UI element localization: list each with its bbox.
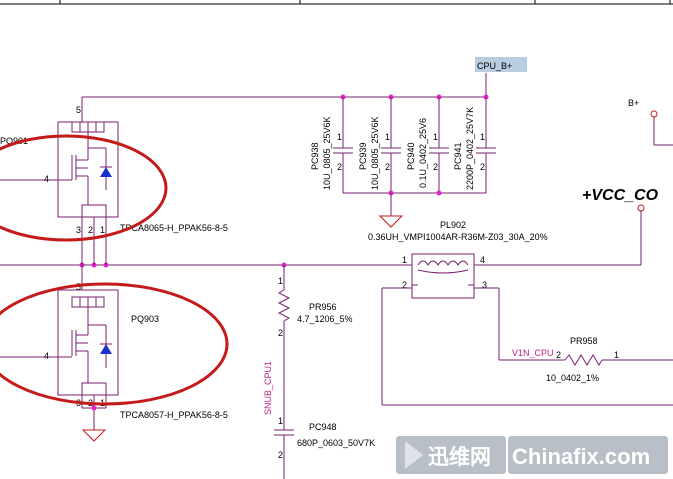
pr958-value: 10_0402_1% (546, 373, 599, 383)
pl902-pin1: 1 (402, 255, 407, 265)
pl902-pin4: 4 (480, 255, 485, 265)
b-plus-connector (650, 110, 658, 118)
pc941-ref: PC941 (453, 142, 463, 170)
vcc-core-connector (637, 204, 645, 212)
pc938-ref: PC938 (310, 142, 320, 170)
pr956-value: 4.7_1206_5% (297, 314, 353, 324)
pc939-pin2: 2 (385, 162, 390, 172)
cpu-b-plus-highlight (475, 57, 527, 72)
pq903-pin4: 4 (44, 351, 49, 361)
pq901-pin3: 3 (76, 225, 81, 235)
pc939-value: 10U_0805_25V6K (370, 116, 380, 190)
v1n-cpu-label: V1N_CPU (512, 348, 554, 358)
ground-symbol-caps (378, 215, 404, 228)
pq901-pin4: 4 (44, 174, 49, 184)
watermark-logo-icon (405, 441, 423, 469)
watermark: 迅维网 Chinafix.com (396, 436, 668, 474)
pc938-pin2: 2 (337, 162, 342, 172)
pq901-ref: PQ901 (0, 136, 28, 146)
pq901-pin5: 5 (76, 105, 81, 115)
pq901-pin2: 2 (88, 225, 93, 235)
capacitor-pc941 (476, 97, 496, 193)
watermark-cn: 迅维网 (428, 445, 491, 469)
resistor-pr958 (564, 354, 673, 366)
pc941-pin2: 2 (480, 162, 485, 172)
snub-cpu1-label: SNUB_CPU1 (263, 361, 273, 415)
resistor-pr956 (277, 265, 291, 430)
watermark-en: Chinafix.com (512, 444, 650, 469)
pq901-body-diode (100, 167, 112, 177)
pc940-ref: PC940 (406, 142, 416, 170)
pc948-ref: PC948 (309, 422, 337, 432)
pc938-pin1: 1 (337, 132, 342, 142)
pr956-pin2: 2 (278, 328, 283, 338)
pl902-pin2: 2 (402, 280, 407, 290)
pq903-ref: PQ903 (131, 314, 159, 324)
vcc-core-label: +VCC_CO (582, 187, 659, 204)
pl902-pin3: 3 (482, 280, 487, 290)
pl902-value: 0.36UH_VMPI1004AR-R36M-Z03_30A_20% (368, 232, 548, 242)
pq903-value: TPCA8057-H_PPAK56-8-5 (120, 410, 228, 420)
capacitor-pc939 (381, 97, 401, 193)
pr956-pin1: 1 (278, 276, 283, 286)
pc940-value: 0.1U_0402_25V6 (418, 118, 428, 188)
pc941-pin1: 1 (480, 132, 485, 142)
pq901-value: TPCA8065-H_PPAK56-8-5 (120, 223, 228, 233)
pr958-pin2: 2 (556, 350, 561, 360)
pc939-ref: PC939 (358, 142, 368, 170)
cpu-b-plus-label: CPU_B+ (477, 61, 512, 71)
capacitor-pc938 (333, 97, 353, 193)
capacitor-bank (333, 97, 496, 228)
pr958-ref: PR958 (570, 336, 598, 346)
capacitor-pc948 (274, 429, 294, 479)
b-plus-label: B+ (628, 98, 639, 108)
pc941-value: 2200P_0402_25V7K (465, 107, 475, 190)
capacitor-pc940 (429, 97, 449, 193)
mosfet-pq901 (0, 97, 119, 265)
highlight-ellipse-pq901 (0, 134, 168, 242)
pc938-value: 10U_0805_25V6K (322, 116, 332, 190)
pr958-pin1: 1 (614, 350, 619, 360)
pq903-pin5: 5 (76, 282, 81, 292)
pc948-value: 680P_0603_50V7K (297, 438, 375, 448)
inductor-pl902 (411, 253, 475, 299)
ground-symbol-pq903 (81, 429, 107, 442)
pc939-pin1: 1 (385, 132, 390, 142)
pc940-pin1: 1 (433, 132, 438, 142)
title-block-border (0, 0, 673, 5)
mosfet-pq903 (0, 265, 119, 442)
pq901-pin1: 1 (100, 225, 105, 235)
pc940-pin2: 2 (433, 162, 438, 172)
pr956-ref: PR956 (309, 302, 337, 312)
pl902-ref: PL902 (440, 220, 466, 230)
pc948-pin2: 2 (278, 450, 283, 460)
highlight-ellipse-pq903 (0, 282, 229, 406)
pc948-pin1: 1 (278, 416, 283, 426)
pq903-body-diode (100, 344, 112, 354)
